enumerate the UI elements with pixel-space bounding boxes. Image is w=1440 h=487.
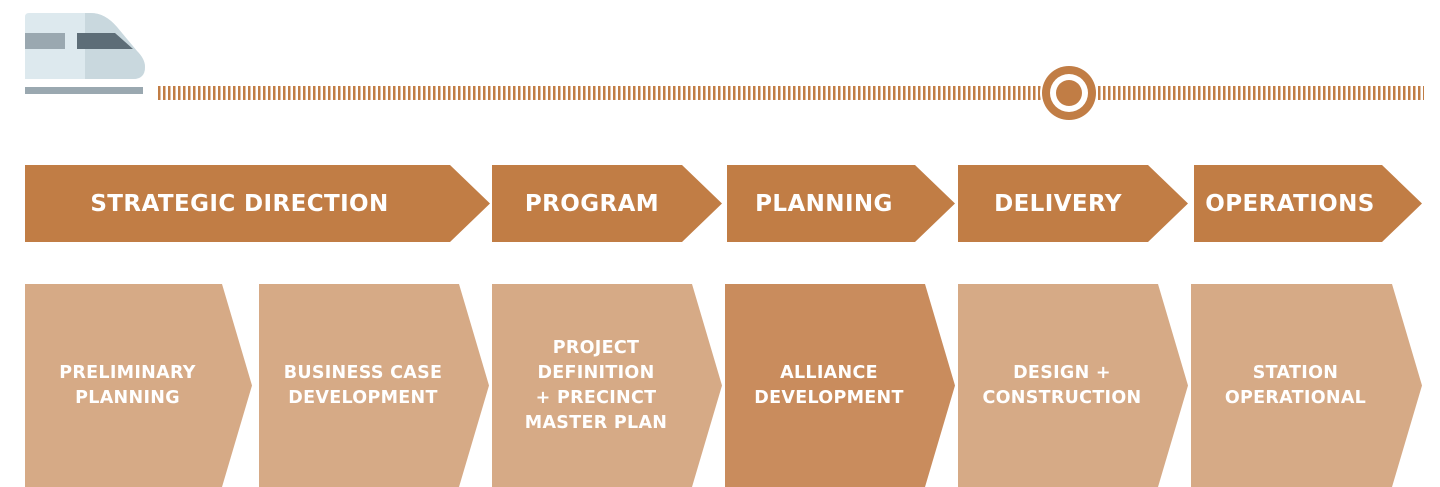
stage-label: DESIGN + CONSTRUCTION	[982, 362, 1142, 408]
phase-strategic-direction: STRATEGIC DIRECTION	[25, 165, 490, 242]
stage-label: ALLIANCE DEVELOPMENT	[754, 362, 904, 408]
phase-program: PROGRAM	[492, 165, 722, 242]
stage-project-definition: PROJECT DEFINITION + PRECINCT MASTER PLA…	[492, 284, 722, 487]
stage-label: PRELIMINARY PLANNING	[59, 362, 196, 408]
stage-alliance-development: ALLIANCE DEVELOPMENT	[725, 284, 955, 487]
stage-preliminary-planning: PRELIMINARY PLANNING	[25, 284, 252, 487]
phase-label: STRATEGIC DIRECTION	[90, 190, 389, 217]
phase-label: PROGRAM	[524, 190, 660, 217]
phase-planning: PLANNING	[727, 165, 955, 242]
stage-label: STATION OPERATIONAL	[1224, 362, 1367, 408]
phase-label: OPERATIONS	[1205, 190, 1375, 217]
current-position-marker-icon	[1040, 64, 1098, 122]
stage-label: PROJECT DEFINITION + PRECINCT MASTER PLA…	[524, 337, 668, 433]
phase-label: PLANNING	[755, 190, 893, 217]
train-icon	[25, 13, 145, 94]
stage-design-construction: DESIGN + CONSTRUCTION	[958, 284, 1188, 487]
phase-label: DELIVERY	[994, 190, 1122, 217]
track-line	[158, 86, 1424, 100]
phase-operations: OPERATIONS	[1194, 165, 1422, 242]
stage-station-operational: STATION OPERATIONAL	[1191, 284, 1422, 487]
phase-delivery: DELIVERY	[958, 165, 1188, 242]
stage-label: BUSINESS CASE DEVELOPMENT	[283, 362, 443, 408]
stage-business-case-development: BUSINESS CASE DEVELOPMENT	[259, 284, 489, 487]
